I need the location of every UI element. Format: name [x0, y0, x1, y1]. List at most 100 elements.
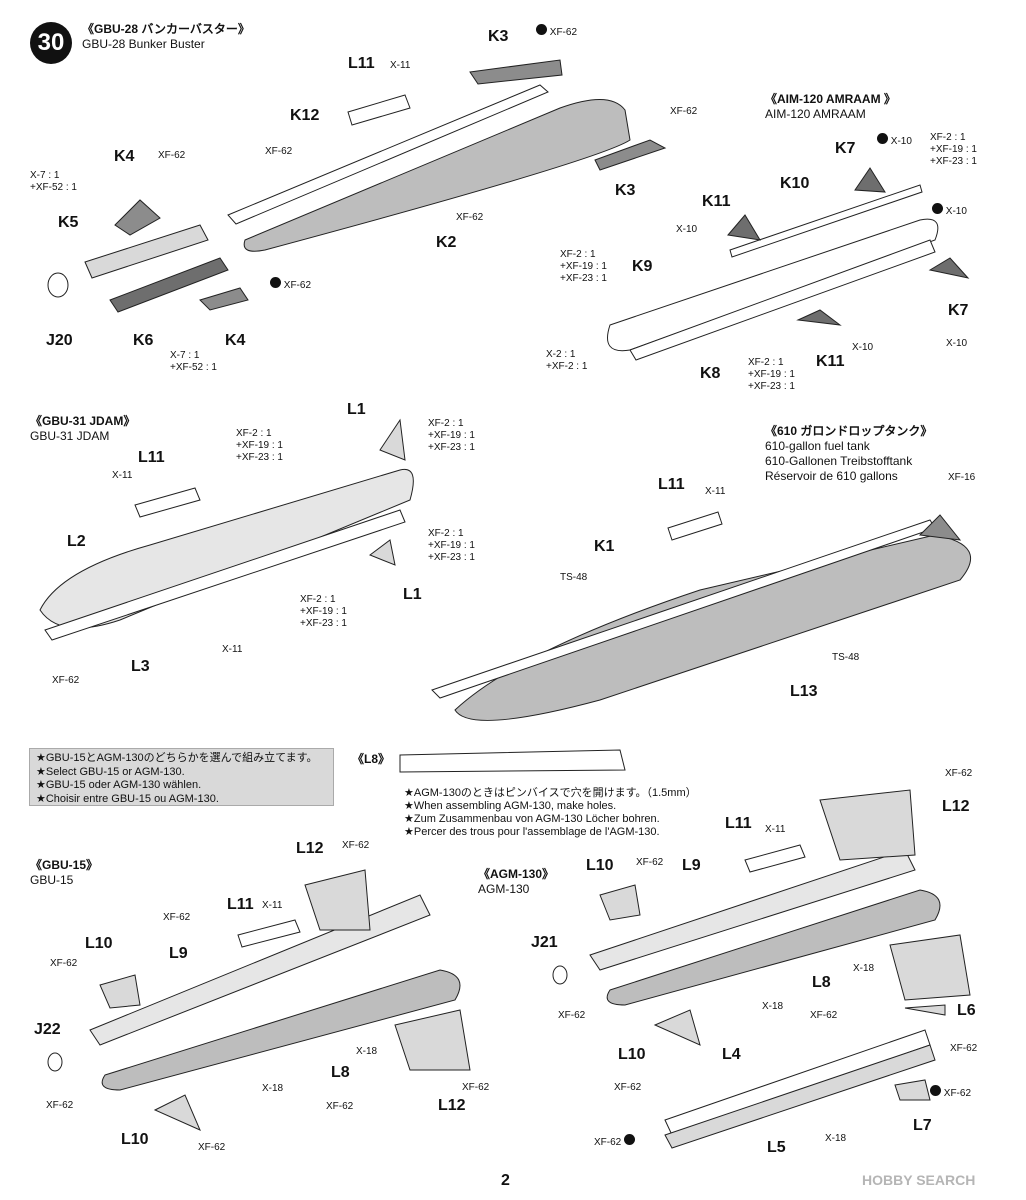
paint-callout: XF-62 [670, 106, 698, 117]
paint-callout: XF-62 [326, 1101, 354, 1112]
paint-callout: X-7 : 1+XF-52 : 1 [30, 170, 77, 193]
l8-drill-notes: ★AGM-130のときはピンバイスで穴を開けます。（1.5mm） ★When a… [404, 787, 697, 839]
paint-dot-icon [932, 203, 943, 214]
part-label-k1: K1 [594, 538, 615, 555]
part-label-k10: K10 [780, 175, 810, 192]
paint-callout: XF-62 [265, 146, 293, 157]
part-label-l7: L7 [913, 1117, 932, 1134]
paint-callout: XF-62 [52, 675, 80, 686]
part-label-j21: J21 [531, 934, 558, 951]
l8-label: 《L8》 [352, 752, 391, 766]
jdam-subtitle: GBU-31 JDAM [30, 429, 110, 443]
part-label-k12: K12 [290, 107, 320, 124]
agm130-body-l4 [664, 1029, 931, 1136]
paint-callout: X-11 [262, 900, 283, 911]
gbu15-fin-l12a [304, 869, 371, 931]
paint-callout: X-18 [262, 1083, 284, 1094]
paint-callout: X-10 [946, 338, 968, 349]
paint-callout: X-7 : 1+XF-52 : 1 [170, 350, 217, 373]
page-number: 2 [501, 1172, 510, 1189]
jdam-body-l2 [39, 468, 414, 629]
paint-callout: XF-2 : 1+XF-19 : 1+XF-23 : 1 [930, 132, 977, 167]
fueltank-lug-l11 [667, 511, 723, 541]
gbu15-body-l9 [89, 894, 431, 1046]
agm130-fin-l6 [904, 1004, 946, 1016]
gbu28-fin-k4-top [114, 199, 161, 236]
part-label-l8: L8 [331, 1064, 350, 1081]
gbu28-lug-l11 [347, 94, 411, 126]
paint-callout: X-10 [676, 224, 698, 235]
gbu15-subtitle: GBU-15 [30, 873, 74, 887]
paint-callout: XF-62 [950, 1043, 978, 1054]
paint-callout: XF-62 [930, 1085, 971, 1100]
gbu15-fin-l10b [153, 1094, 201, 1131]
part-label-l11: L11 [348, 55, 375, 72]
part-label-l13: L13 [790, 683, 818, 700]
l8-note-en: ★When assembling AGM-130, make holes. [404, 800, 617, 812]
paint-callout: XF-62 [198, 1142, 226, 1153]
part-label-l2: L2 [67, 533, 86, 550]
paint-callout: XF-62 [50, 958, 78, 969]
part-label-l10: L10 [121, 1131, 149, 1148]
paint-callout: XF-16 [948, 472, 976, 483]
paint-callout: XF-62 [46, 1100, 74, 1111]
part-label-l9: L9 [169, 945, 188, 962]
agm130-fin-l12b [889, 934, 971, 1001]
jdam-fin-l1-top [379, 418, 406, 461]
paint-callout: X-11 [765, 824, 786, 835]
paint-callout: X-10 [877, 133, 912, 148]
paint-callout: XF-2 : 1+XF-19 : 1+XF-23 : 1 [428, 418, 475, 453]
paint-callout: XF-62 [536, 24, 577, 39]
part-label-l6: L6 [957, 1002, 976, 1019]
agm130-lug-l11 [744, 844, 806, 873]
part-label-l11: L11 [658, 476, 685, 493]
paint-callout: X-18 [356, 1046, 378, 1057]
gbu28-subtitle: GBU-28 Bunker Buster [82, 37, 205, 51]
paint-callout: TS-48 [832, 652, 860, 663]
paint-callout: X-11 [390, 60, 411, 71]
part-label-k3: K3 [615, 182, 636, 199]
gbu28-cap-j20 [47, 272, 69, 298]
part-label-j20: J20 [46, 332, 73, 349]
paint-callout: XF-62 [158, 150, 186, 161]
gbu28-fin-k3-top [469, 59, 563, 85]
l8-note-fr: ★Percer des trous pour l'assemblage de l… [404, 826, 660, 838]
agm130-body-l5 [664, 1044, 936, 1149]
part-label-l1: L1 [403, 586, 422, 603]
part-label-k7: K7 [835, 140, 856, 157]
agm130-fin-l12a [819, 789, 916, 861]
paint-callout: XF-62 [614, 1082, 642, 1093]
paint-callout: XF-62 [594, 1134, 636, 1149]
fueltank-subtitle-en: 610-gallon fuel tank [765, 439, 870, 453]
gbu28-fin-k3-right [594, 139, 667, 171]
gbu28-body-k2 [243, 99, 631, 252]
amraam-fin-k7-bot [928, 257, 970, 279]
fueltank-body-l13 [454, 534, 971, 721]
amraam-fin-k7-top [854, 167, 886, 193]
paint-callout: XF-2 : 1+XF-19 : 1+XF-23 : 1 [560, 249, 607, 284]
part-label-k5: K5 [58, 214, 79, 231]
part-label-k4: K4 [225, 332, 246, 349]
gbu28-strake-k12 [227, 84, 549, 225]
gbu15-body-l8 [101, 969, 461, 1091]
paint-callout: XF-2 : 1+XF-19 : 1+XF-23 : 1 [748, 357, 795, 392]
paint-callout: XF-2 : 1+XF-19 : 1+XF-23 : 1 [300, 594, 347, 629]
paint-callout: XF-62 [558, 1010, 586, 1021]
part-label-l12: L12 [438, 1097, 466, 1114]
paint-callout: XF-62 [636, 857, 664, 868]
note-line-ja: ★GBU-15とAGM-130のどちらかを選んで組み立てます。 [36, 752, 318, 764]
fueltank-subtitle-de: 610-Gallonen Treibstofftank [765, 454, 913, 468]
paint-callout: XF-62 [945, 768, 973, 779]
agm130-subtitle: AGM-130 [478, 882, 530, 896]
part-label-j22: J22 [34, 1021, 61, 1038]
paint-callout: TS-48 [560, 572, 588, 583]
amraam-subtitle: AIM-120 AMRAAM [765, 107, 866, 121]
amraam-fin-k11-top [727, 214, 761, 241]
amraam-body-k8 [629, 239, 936, 361]
part-label-l8: L8 [812, 974, 831, 991]
fueltank-title: 《610 ガロンドロップタンク》 [765, 424, 933, 438]
paint-callout: X-11 [112, 470, 133, 481]
paint-callout: X-18 [762, 1001, 784, 1012]
gbu15-cap-j22 [47, 1052, 63, 1072]
part-label-l9: L9 [682, 857, 701, 874]
